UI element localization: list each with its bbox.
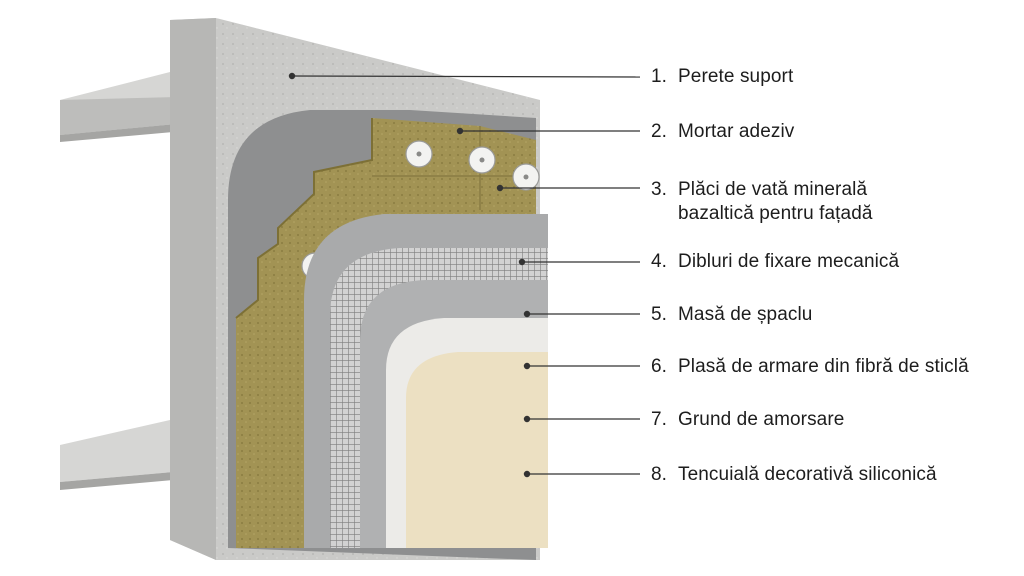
label-finish: 8.Tencuială decorativă siliconică: [651, 464, 937, 485]
leader-dot-primer: [523, 415, 531, 423]
leader-dot-mesh: [523, 362, 531, 370]
label-dowels: 4.Dibluri de fixare mecanică: [651, 251, 900, 272]
leader-dot-dowels: [518, 258, 526, 266]
label-primer: 7.Grund de amorsare: [651, 409, 845, 430]
leader-dot-mineral-wool: [496, 184, 504, 192]
decorative-finish: [406, 352, 548, 548]
leader-dot-finish: [523, 470, 531, 478]
leader-line-supporting-wall: [291, 75, 641, 78]
label-mesh: 6.Plasă de armare din fibră de sticlă: [651, 356, 969, 377]
label-base-coat: 5.Masă de șpaclu: [651, 304, 813, 325]
label-mineral-wool: 3.Plăci de vată minerală bazaltică pentr…: [651, 179, 873, 224]
leader-dot-base-coat: [523, 310, 531, 318]
leader-lines: [288, 72, 641, 478]
label-supporting-wall: 1.Perete suport: [651, 66, 794, 87]
label-adhesive-mortar: 2.Mortar adeziv: [651, 121, 795, 142]
leader-dot-supporting-wall: [288, 72, 296, 80]
leader-dot-adhesive-mortar: [456, 127, 464, 135]
